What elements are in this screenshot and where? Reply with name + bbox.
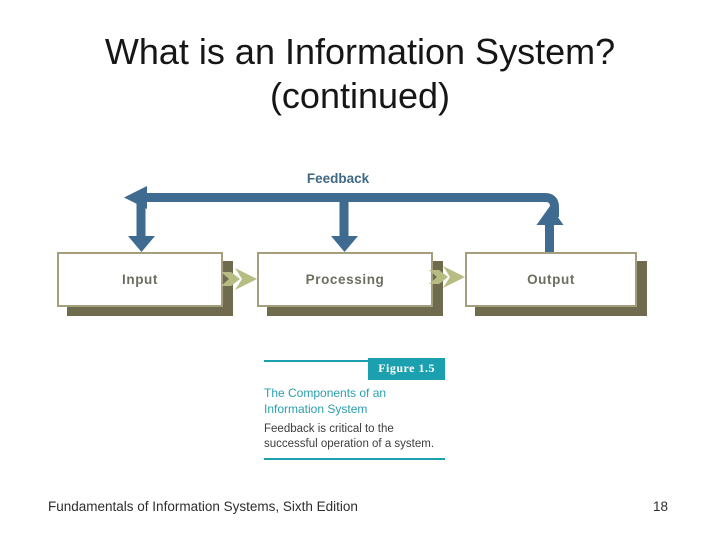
figure-title: The Components of an Information System [264,386,387,416]
feedback-label: Feedback [306,171,370,186]
figure-tag: Figure 1.5 [368,358,445,380]
output-box: Output [465,252,637,307]
chevron-arrow-processing-to-output [429,266,465,288]
slide-title-line2: (continued) [269,75,451,116]
feedback-bar [139,193,559,217]
output-box-label: Output [527,272,575,287]
figure-caption: Figure 1.5 The Components of an Informat… [264,358,445,460]
feedback-left-arrowhead [124,186,147,209]
processing-box: Processing [257,252,433,307]
figure-top-rule [264,360,369,362]
input-box: Input [57,252,223,307]
arrow-down-input-head [128,236,155,252]
slide-title-line1: What is an Information System? [104,31,616,72]
chevron-arrow-input-to-processing [221,268,257,290]
processing-box-label: Processing [305,272,385,287]
arrow-down-processing-head [331,236,358,252]
arrow-up-output-head [536,206,564,225]
page-number: 18 [652,499,668,514]
figure-description: Feedback is critical to the successful o… [264,423,435,450]
figure-caption-header: Figure 1.5 [264,358,445,380]
footer-book-title: Fundamentals of Information Systems, Six… [48,499,358,514]
figure-bottom-rule [264,458,445,460]
slide-title: What is an Information System? (continue… [0,30,720,118]
arrow-down-processing-shaft [339,202,349,237]
arrow-down-input-shaft [136,199,146,237]
arrow-up-output-shaft [545,221,554,252]
input-box-label: Input [122,272,158,287]
